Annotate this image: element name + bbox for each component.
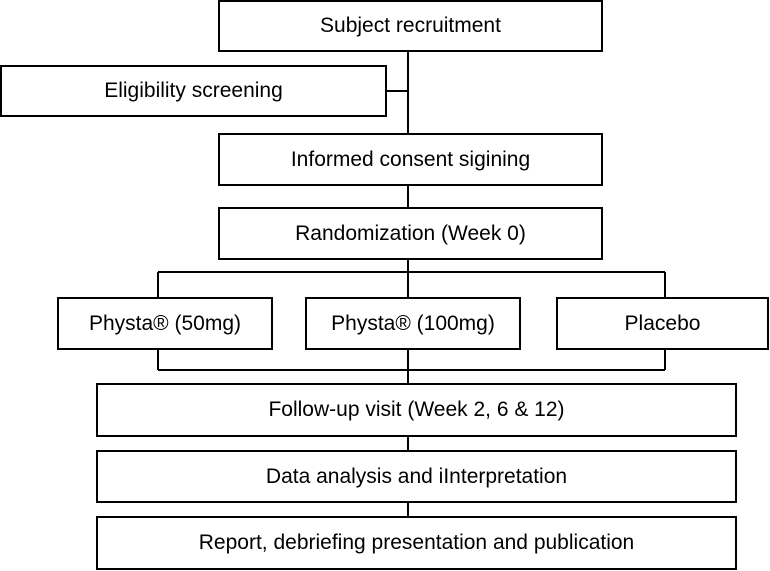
arm-physta-50mg-box: Physta® (50mg) — [57, 297, 273, 350]
informed-consent-box: Informed consent sigining — [218, 133, 603, 186]
follow-up-visit-label: Follow-up visit (Week 2, 6 & 12) — [268, 398, 565, 421]
arm-physta-50mg-label: Physta® (50mg) — [88, 311, 242, 335]
arm-physta-100mg-label: Physta® (100mg) — [331, 311, 495, 335]
informed-consent-label: Informed consent sigining — [290, 147, 531, 171]
randomization-label: Randomization (Week 0) — [295, 221, 526, 245]
data-analysis-box: Data analysis and iInterpretation — [96, 450, 737, 503]
follow-up-visit-box: Follow-up visit (Week 2, 6 & 12) — [96, 383, 737, 437]
report-publication-box: Report, debriefing presentation and publ… — [96, 516, 737, 570]
report-publication-label: Report, debriefing presentation and publ… — [198, 531, 635, 554]
arm-physta-100mg-box: Physta® (100mg) — [305, 297, 521, 350]
eligibility-screening-box: Eligibility screening — [0, 65, 387, 117]
subject-recruitment-box: Subject recruitment — [218, 0, 603, 52]
arm-placebo-box: Placebo — [556, 297, 769, 350]
arm-placebo-label: Placebo — [624, 311, 701, 335]
eligibility-screening-label: Eligibility screening — [104, 79, 283, 102]
data-analysis-label: Data analysis and iInterpretation — [265, 464, 568, 488]
subject-recruitment-label: Subject recruitment — [320, 14, 501, 37]
randomization-box: Randomization (Week 0) — [218, 207, 603, 260]
